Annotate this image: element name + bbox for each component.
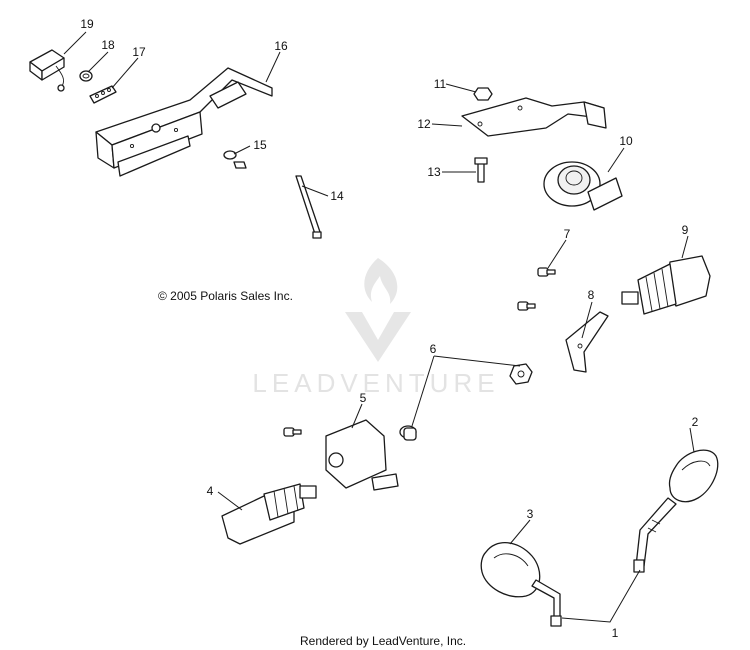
callout-11: 11	[434, 77, 447, 91]
callout-9: 9	[682, 223, 689, 237]
part-7-screws	[517, 267, 556, 311]
part-4-turn-signal	[221, 483, 317, 545]
part-18-bushing	[79, 70, 93, 82]
callout-18: 18	[101, 38, 115, 52]
callout-3: 3	[527, 507, 534, 521]
callout-16: 16	[274, 39, 288, 53]
callout-15: 15	[253, 138, 267, 152]
callout-12: 12	[417, 117, 431, 131]
part-10-horn	[543, 161, 623, 211]
part-17-plate	[89, 85, 117, 104]
flame-v-logo-icon	[345, 258, 411, 362]
part-6-nut	[509, 363, 533, 385]
watermark-text: LEADVENTURE	[252, 368, 499, 398]
part-2-mirror	[633, 449, 719, 573]
copyright-text: © 2005 Polaris Sales Inc.	[158, 289, 293, 303]
part-11-nut	[473, 87, 493, 101]
watermark: LEADVENTURE	[252, 258, 499, 398]
part-9-turn-signal	[621, 255, 711, 315]
part-12-horn-bracket	[461, 97, 607, 137]
callout-1: 1	[612, 626, 619, 640]
callout-13: 13	[427, 165, 441, 179]
callout-4: 4	[207, 484, 214, 498]
part-3-mirror	[480, 542, 562, 627]
part-14-cable-tie	[295, 175, 322, 239]
screw-small	[283, 427, 302, 437]
rendered-by-text: Rendered by LeadVenture, Inc.	[300, 634, 466, 648]
callout-7: 7	[564, 227, 571, 241]
part-5-signal-bracket	[325, 419, 399, 491]
callout-labels: 19 18 17 16 15 14 11 12 13 10 7 9 8 6 5 …	[80, 17, 698, 640]
part-16-bracket	[95, 67, 273, 177]
part-8-signal-bracket	[565, 311, 609, 373]
callout-5: 5	[360, 391, 367, 405]
grommet	[399, 425, 417, 441]
leader-lines	[63, 31, 695, 623]
callout-19: 19	[80, 17, 94, 31]
callout-8: 8	[588, 288, 595, 302]
callout-6: 6	[430, 342, 437, 356]
part-19-connector	[29, 49, 65, 92]
callout-10: 10	[619, 134, 633, 148]
callout-2: 2	[692, 415, 699, 429]
callout-17: 17	[132, 45, 146, 59]
part-13-bolt	[474, 157, 488, 183]
part-15-nut	[223, 150, 247, 169]
callout-14: 14	[330, 189, 344, 203]
